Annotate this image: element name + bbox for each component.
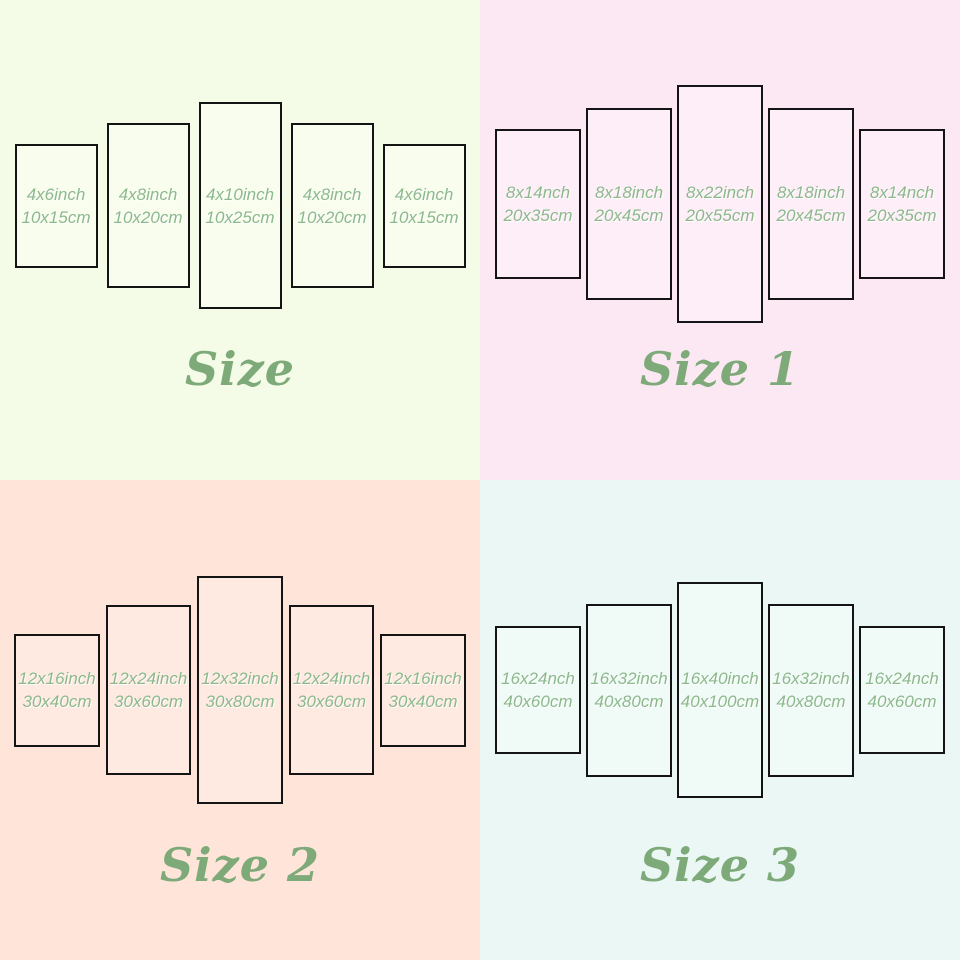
- canvas-panel: 4x10inch 10x25cm: [198, 102, 282, 309]
- panel-size-inch: 12x16inch: [18, 669, 96, 688]
- panel-size-cm: 40x60cm: [867, 692, 937, 711]
- panel-size-inch: 16x24nch: [865, 669, 939, 688]
- canvas-panel: 16x32inch 40x80cm: [768, 603, 854, 777]
- panel-size-cm: 20x45cm: [594, 206, 664, 225]
- canvas-panel: 12x32inch 30x80cm: [197, 576, 283, 804]
- panel-size-inch: 4x8inch: [302, 184, 362, 204]
- panel-size-cm: 20x55cm: [685, 206, 755, 225]
- panel-size-cm: 40x80cm: [776, 692, 846, 711]
- canvas-panel: 12x24inch 30x60cm: [289, 605, 374, 775]
- panel-size-inch: 16x40inch: [681, 669, 759, 688]
- panel-size-cm: 40x100cm: [680, 692, 760, 711]
- panel-size-inch: 4x6inch: [394, 184, 454, 204]
- panel-size-inch: 8x22inch: [685, 183, 755, 202]
- canvas-panel: 8x18inch 20x45cm: [768, 108, 854, 300]
- canvas-panel: 8x14nch 20x35cm: [495, 129, 581, 279]
- panel-size-cm: 10x25cm: [205, 207, 275, 227]
- panel-row: 12x16inch 30x40cm 12x24inch 30x60cm 12x3…: [0, 576, 480, 804]
- panel-size-inch: 16x32inch: [590, 669, 668, 688]
- panel-size-cm: 20x35cm: [503, 206, 573, 225]
- panel-size-inch: 4x6inch: [26, 184, 86, 204]
- panel-size-inch: 8x18inch: [776, 183, 846, 202]
- panel-size-inch: 8x18inch: [594, 183, 664, 202]
- panel-size-inch: 16x24nch: [501, 669, 575, 688]
- canvas-panel: 16x32inch 40x80cm: [586, 603, 672, 777]
- panel-size-inch: 8x14nch: [505, 183, 571, 202]
- quadrant-size: 4x6inch 10x15cm 4x8inch 10x20cm 4x10inch…: [0, 0, 480, 480]
- canvas-panel: 12x24inch 30x60cm: [106, 605, 191, 775]
- canvas-panel: 4x8inch 10x20cm: [290, 123, 374, 288]
- panel-size-inch: 12x16inch: [384, 669, 462, 688]
- panel-size-cm: 30x40cm: [22, 692, 92, 711]
- panel-size-cm: 30x60cm: [114, 692, 183, 711]
- canvas-panel: 4x8inch 10x20cm: [106, 123, 190, 288]
- panel-size-inch: 12x32inch: [201, 669, 279, 688]
- canvas-panel: 16x40inch 40x100cm: [677, 582, 763, 798]
- canvas-panel: 16x24nch 40x60cm: [859, 626, 945, 754]
- quadrant-size-2: 12x16inch 30x40cm 12x24inch 30x60cm 12x3…: [0, 480, 480, 960]
- panel-size-cm: 30x40cm: [388, 692, 458, 711]
- panel-size-cm: 20x45cm: [776, 206, 846, 225]
- quadrant-size-1: 8x14nch 20x35cm 8x18inch 20x45cm 8x22inc…: [480, 0, 960, 480]
- canvas-panel: 8x14nch 20x35cm: [859, 129, 945, 279]
- canvas-panel: 12x16inch 30x40cm: [380, 633, 466, 747]
- panel-size-inch: 8x14nch: [869, 183, 935, 202]
- canvas-panel: 8x22inch 20x55cm: [677, 85, 763, 323]
- panel-size-cm: 40x80cm: [594, 692, 664, 711]
- panel-size-cm: 20x35cm: [867, 206, 937, 225]
- quadrant-size-3: 16x24nch 40x60cm 16x32inch 40x80cm 16x40…: [480, 480, 960, 960]
- quadrant-title: Size 3: [639, 838, 801, 892]
- panel-size-inch: 4x10inch: [205, 184, 275, 204]
- panel-size-cm: 10x20cm: [113, 207, 183, 227]
- panel-size-inch: 12x24inch: [292, 669, 371, 688]
- panel-row: 4x6inch 10x15cm 4x8inch 10x20cm 4x10inch…: [0, 102, 480, 309]
- panel-size-cm: 10x20cm: [297, 207, 367, 227]
- canvas-panel: 4x6inch 10x15cm: [14, 143, 98, 268]
- canvas-panel: 12x16inch 30x40cm: [14, 633, 100, 747]
- quadrant-title: Size 1: [639, 342, 801, 396]
- panel-size-cm: 10x15cm: [389, 207, 459, 227]
- panel-size-inch: 16x32inch: [772, 669, 850, 688]
- canvas-panel: 4x6inch 10x15cm: [382, 143, 466, 268]
- canvas-panel: 16x24nch 40x60cm: [495, 626, 581, 754]
- quadrant-title: Size 2: [159, 838, 321, 892]
- panel-row: 8x14nch 20x35cm 8x18inch 20x45cm 8x22inc…: [480, 85, 960, 323]
- canvas-panel: 8x18inch 20x45cm: [586, 108, 672, 300]
- panel-size-cm: 40x60cm: [503, 692, 573, 711]
- panel-size-cm: 30x60cm: [297, 692, 366, 711]
- panel-row: 16x24nch 40x60cm 16x32inch 40x80cm 16x40…: [480, 582, 960, 798]
- panel-size-inch: 12x24inch: [109, 669, 188, 688]
- panel-size-cm: 10x15cm: [21, 207, 91, 227]
- quadrant-title: Size: [184, 342, 296, 396]
- panel-size-cm: 30x80cm: [205, 692, 275, 711]
- panel-size-inch: 4x8inch: [118, 184, 178, 204]
